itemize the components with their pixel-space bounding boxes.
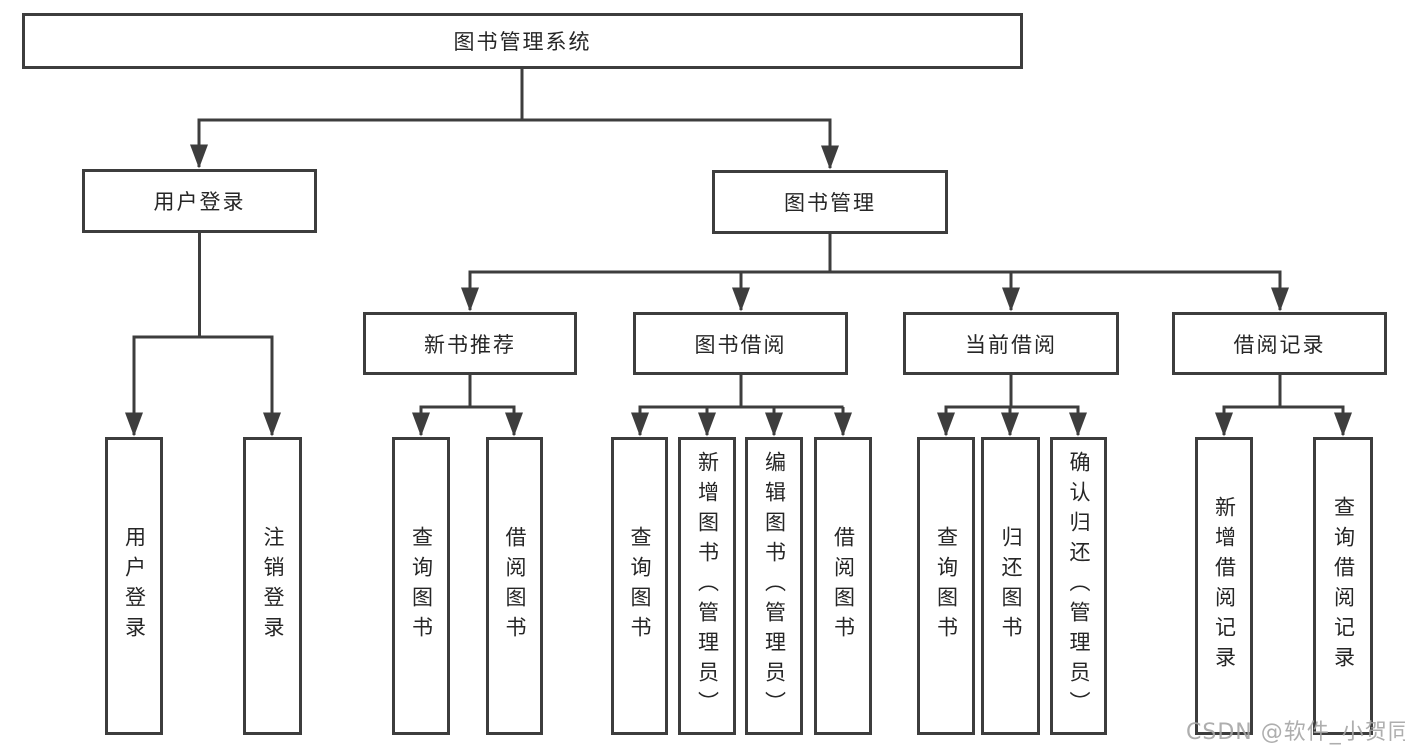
node-book-borrowing: 图书借阅 (633, 312, 848, 375)
leaf-query-books-current: 查询图书 (917, 437, 975, 735)
leaf-query-borrow-record: 查询借阅记录 (1313, 437, 1373, 735)
leaf-logout: 注销登录 (243, 437, 302, 735)
leaf-add-books-admin: 新增图书（管理员） (678, 437, 736, 735)
node-book-borrowing-label: 图书借阅 (694, 332, 787, 357)
leaf-borrow-books-borrowing: 借阅图书 (814, 437, 872, 735)
node-user-login-label: 用户登录 (153, 190, 246, 214)
node-user-login: 用户登录 (82, 169, 317, 233)
node-book-management-label: 图书管理 (784, 191, 876, 215)
leaf-confirm-return-admin-label: 确认归还（管理员） (1067, 451, 1092, 721)
leaf-query-books-recommend: 查询图书 (392, 437, 450, 735)
node-borrowing-records: 借阅记录 (1172, 312, 1387, 375)
leaf-confirm-return-admin: 确认归还（管理员） (1050, 437, 1107, 735)
node-current-borrowing: 当前借阅 (903, 312, 1119, 375)
node-root: 图书管理系统 (22, 13, 1023, 69)
leaf-query-books-recommend-label: 查询图书 (409, 526, 434, 646)
node-book-management: 图书管理 (712, 170, 948, 234)
leaf-borrow-books-recommend: 借阅图书 (486, 437, 543, 735)
leaf-add-books-admin-label: 新增图书（管理员） (695, 451, 720, 721)
leaf-user-login-label: 用户登录 (122, 526, 147, 646)
leaf-query-borrow-record-label: 查询借阅记录 (1331, 496, 1356, 676)
leaf-query-books-borrowing: 查询图书 (611, 437, 668, 735)
leaf-add-borrow-record: 新增借阅记录 (1195, 437, 1253, 735)
leaf-logout-label: 注销登录 (261, 526, 286, 646)
node-new-book-recommend: 新书推荐 (363, 312, 577, 375)
leaf-query-books-current-label: 查询图书 (934, 526, 959, 646)
leaf-edit-books-admin: 编辑图书（管理员） (745, 437, 803, 735)
node-root-label: 图书管理系统 (453, 30, 592, 54)
leaf-borrow-books-recommend-label: 借阅图书 (503, 526, 528, 646)
leaf-return-books-label: 归还图书 (999, 526, 1024, 646)
leaf-user-login: 用户登录 (105, 437, 163, 735)
leaf-add-borrow-record-label: 新增借阅记录 (1212, 496, 1237, 676)
leaf-return-books: 归还图书 (981, 437, 1040, 735)
watermark: CSDN @软件_小贺同学 (1186, 720, 1405, 745)
node-borrowing-records-label: 借阅记录 (1233, 332, 1326, 357)
node-new-book-recommend-label: 新书推荐 (424, 332, 516, 357)
leaf-edit-books-admin-label: 编辑图书（管理员） (762, 451, 787, 721)
leaf-query-books-borrowing-label: 查询图书 (628, 526, 653, 646)
leaf-borrow-books-borrowing-label: 借阅图书 (831, 526, 856, 646)
node-current-borrowing-label: 当前借阅 (965, 332, 1057, 357)
